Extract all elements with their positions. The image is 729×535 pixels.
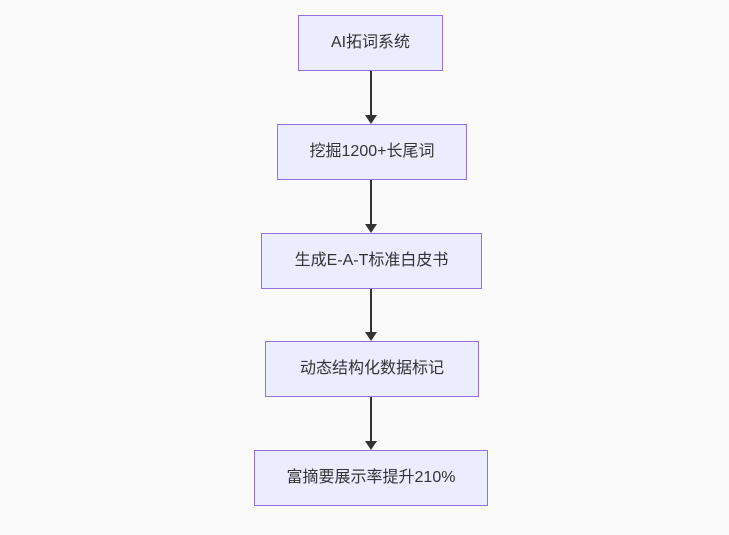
arrow-shaft xyxy=(370,397,372,443)
flow-node-generate-eat-whitepaper: 生成E-A-T标准白皮书 xyxy=(261,233,482,289)
flow-node-ai-word-expansion-system: AI拓词系统 xyxy=(298,15,443,71)
flow-edge-3 xyxy=(365,289,377,341)
flow-node-label: 生成E-A-T标准白皮书 xyxy=(294,252,449,269)
arrowhead-down-icon xyxy=(365,441,377,450)
flow-node-label: 挖掘1200+长尾词 xyxy=(309,143,435,160)
flow-edge-4 xyxy=(365,397,377,450)
flow-edge-2 xyxy=(365,180,377,233)
arrow-shaft xyxy=(370,180,372,226)
flow-node-label: 动态结构化数据标记 xyxy=(299,360,444,377)
flow-node-label: AI拓词系统 xyxy=(330,34,411,51)
arrowhead-down-icon xyxy=(365,332,377,341)
arrow-shaft xyxy=(370,71,372,117)
arrowhead-down-icon xyxy=(365,115,377,124)
arrow-shaft xyxy=(370,289,372,334)
flow-node-dynamic-structured-data-markup: 动态结构化数据标记 xyxy=(265,341,479,397)
flow-node-rich-snippet-rate-increase: 富摘要展示率提升210% xyxy=(254,450,488,506)
flow-node-mine-longtail-keywords: 挖掘1200+长尾词 xyxy=(277,124,467,180)
flow-node-label: 富摘要展示率提升210% xyxy=(286,469,456,486)
arrowhead-down-icon xyxy=(365,224,377,233)
flow-edge-1 xyxy=(365,71,377,124)
